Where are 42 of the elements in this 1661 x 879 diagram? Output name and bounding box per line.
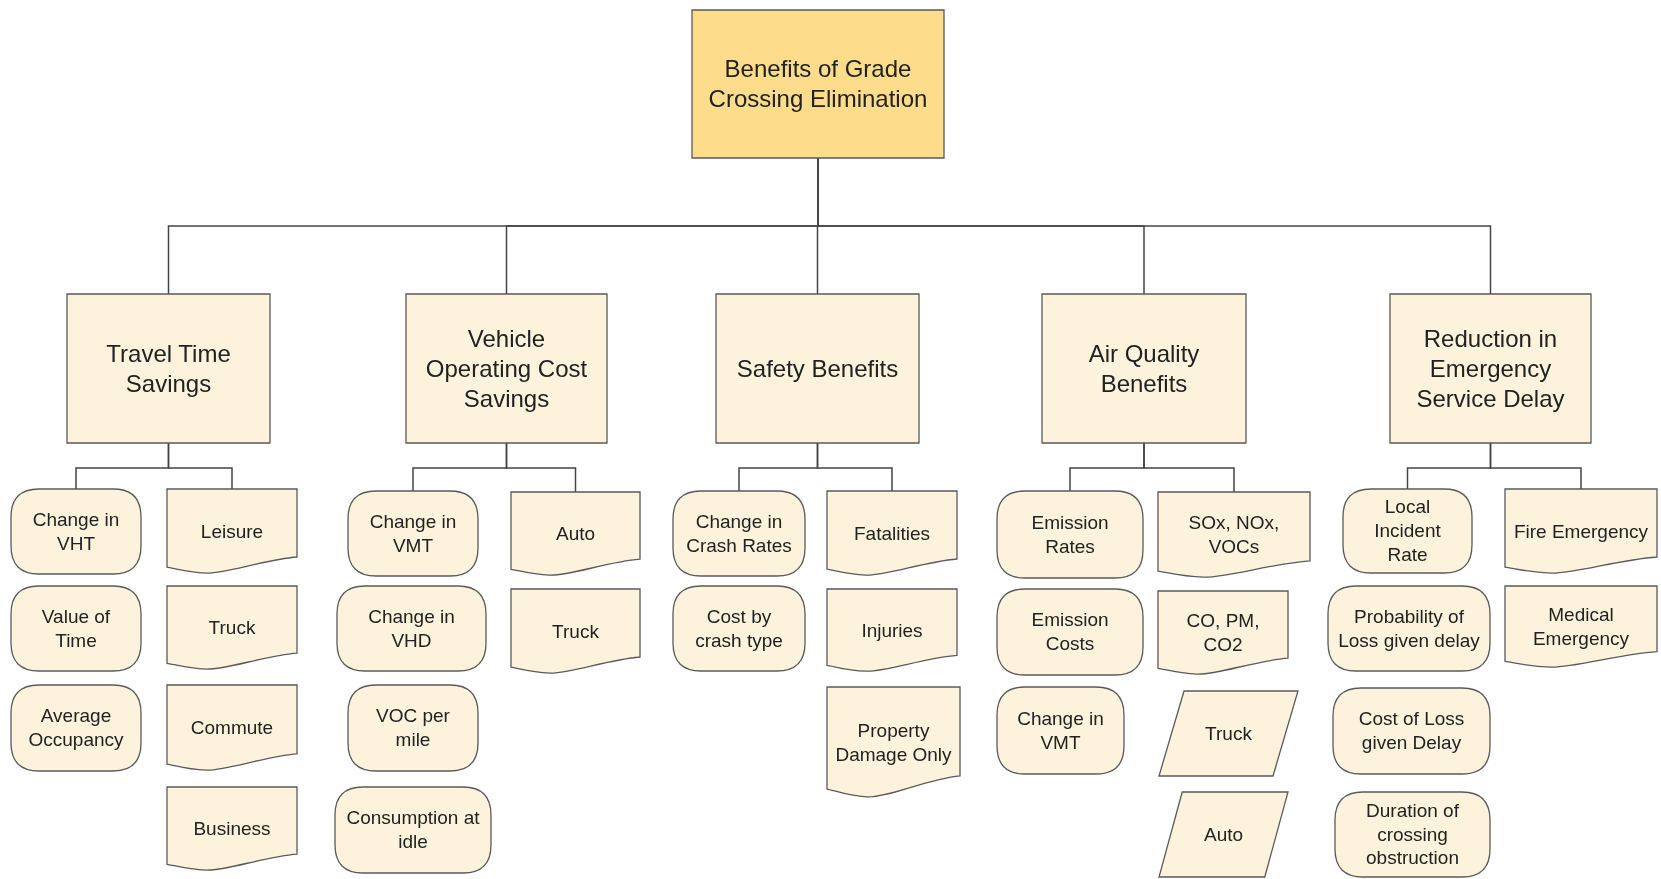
category-box: Reduction in Emergency Service Delay — [1390, 294, 1591, 443]
category-box: Vehicle Operating Cost Savings — [406, 294, 607, 443]
rounded-box: Local Incident Rate — [1343, 489, 1472, 573]
rounded-box: Emission Costs — [997, 589, 1143, 675]
root-box: Benefits of Grade Crossing Elimination — [692, 10, 944, 158]
document-shape: Business — [167, 787, 297, 871]
rounded-box: Average Occupancy — [11, 685, 141, 771]
document-shape: Leisure — [167, 489, 297, 574]
rounded-box: Cost of Loss given Delay — [1333, 688, 1490, 774]
document-shape: Truck — [167, 586, 297, 670]
document-shape: Fire Emergency — [1505, 489, 1657, 574]
parallelogram-shape: Auto — [1159, 792, 1288, 877]
connector-line — [505, 442, 577, 493]
document-shape: Auto — [511, 492, 640, 576]
category-box: Safety Benefits — [716, 294, 919, 443]
category-box: Air Quality Benefits — [1042, 294, 1246, 443]
category-box: Travel Time Savings — [67, 294, 270, 443]
connector-line — [1489, 442, 1582, 490]
rounded-box: Emission Rates — [997, 491, 1143, 578]
document-shape: Fatalities — [827, 491, 957, 576]
rounded-box: Probability of Loss given delay — [1328, 586, 1490, 671]
rounded-box: Value of Time — [11, 586, 141, 671]
document-shape: Truck — [511, 589, 640, 674]
document-shape: Injuries — [827, 589, 957, 672]
document-shape: Commute — [167, 685, 297, 771]
rounded-box: Cost by crash type — [673, 586, 805, 671]
rounded-box: Change in VMT — [997, 687, 1124, 774]
rounded-box: Consumption at idle — [335, 787, 491, 873]
connector-line — [167, 442, 233, 490]
parallelogram-shape: Truck — [1159, 691, 1298, 776]
rounded-box: Change in VMT — [348, 491, 478, 576]
rounded-box: Change in Crash Rates — [673, 491, 805, 576]
rounded-box: Change in VHT — [11, 489, 141, 574]
connector-line — [816, 442, 893, 492]
document-shape: Medical Emergency — [1505, 586, 1657, 668]
rounded-box: Change in VHD — [337, 586, 486, 671]
document-shape: Property Damage Only — [827, 687, 960, 798]
rounded-box: VOC per mile — [348, 685, 478, 771]
document-shape: CO, PM, CO2 — [1158, 591, 1288, 675]
document-shape: SOx, NOx, VOCs — [1158, 492, 1310, 578]
connector-line — [1143, 442, 1235, 493]
rounded-box: Duration of crossing obstruction — [1335, 792, 1490, 877]
